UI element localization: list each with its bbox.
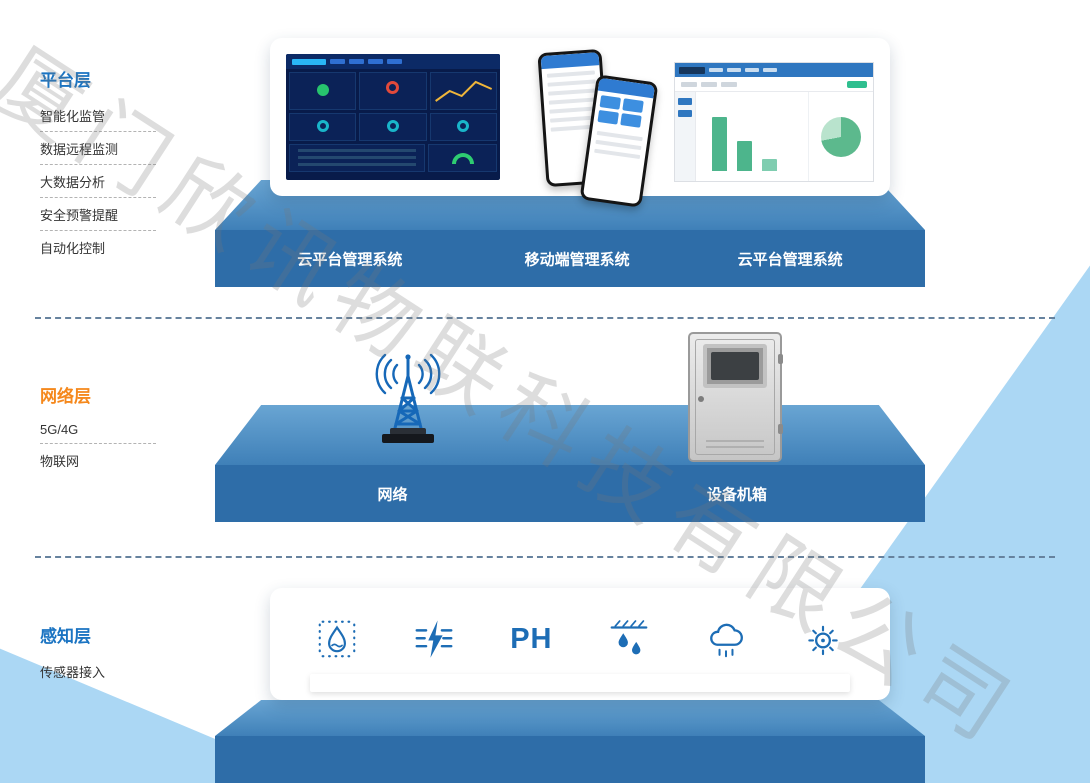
shelf-front-face: 云平台管理系统 移动端管理系统 云平台管理系统 [215,230,925,287]
shelf-top-face [215,405,925,465]
platform-layer-title: 平台层 [40,71,91,90]
radio-tower-icon [375,353,441,443]
cloud-dashboard-screenshot [286,54,500,180]
cyan-gauge [316,120,329,132]
network-layer-item-list: 5G/4G 物联网 [40,415,156,476]
platform-layer-item: 智能化监管 [40,99,156,132]
green-status-dot [316,84,329,96]
platform-layer-item: 大数据分析 [40,165,156,198]
network-layer-item: 5G/4G [40,415,156,444]
cabinet-hinge [778,424,783,434]
cabinet-door [695,339,775,455]
shelf-label-cloud-platform-2: 云平台管理系统 [737,251,843,268]
layer-separator-1 [35,317,1055,319]
sensor-caption-bar [310,674,850,692]
chart-tile [429,72,497,110]
shelf-front-face [215,736,925,783]
ph-label: PH [510,622,553,655]
mobile-app-header [540,52,600,70]
perception-layer-title: 感知层 [40,627,91,646]
platform-layer-shelf: 云平台管理系统 移动端管理系统 云平台管理系统 [215,180,925,287]
chart-tile [359,72,427,110]
ph-sensor-icon: PH [506,614,556,664]
network-layer-title: 网络层 [40,387,91,406]
layer-separator-2 [35,556,1055,558]
green-action-chip [847,80,867,88]
liquid-level-sensor-icon [312,614,362,664]
network-layer-item: 物联网 [40,454,80,469]
network-layer-shelf: 网络 设备机箱 [215,405,925,522]
web-dashboard-header [675,63,873,77]
electricity-sensor-icon [409,614,459,664]
perception-layer-item: 传感器接入 [40,665,106,680]
dashboard-chart-row [286,69,500,110]
pie-chart [821,117,861,157]
web-dashboard-screenshot [674,62,874,182]
sensors-panel: PH [270,588,890,700]
weather-sensor-icon [701,614,751,664]
shelf-label-equipment-cabinet: 设备机箱 [706,486,767,503]
gauge-tile [428,144,497,172]
line-chart [434,80,492,102]
shelf-label-mobile-platform: 移动端管理系统 [524,251,630,268]
equipment-cabinet [688,332,783,462]
network-layer-legend: 网络层 5G/4G 物联网 [40,382,156,476]
platform-layer-item: 安全预警提醒 [40,198,156,231]
shelf-top-face [215,700,925,736]
perception-layer-item-list: 传感器接入 [40,655,156,687]
semicircle-gauge [451,153,474,164]
shelf-label-cloud-platform: 云平台管理系统 [297,251,403,268]
perception-layer-shelf [215,700,925,783]
web-dashboard-sidebar [675,92,696,181]
logo-chip [679,66,705,74]
bar [762,159,777,171]
platform-screenshots-panel [270,38,890,208]
shelf-front-face: 网络 设备机箱 [215,465,925,522]
cyan-gauge [386,120,399,132]
bar-chart [696,92,808,181]
dashboard-header [286,54,500,69]
cyan-gauge [457,120,470,132]
shelf-label-network: 网络 [377,486,408,503]
platform-layer-legend: 平台层 智能化监管 数据远程监测 大数据分析 安全预警提醒 自动化控制 [40,66,156,263]
cabinet-window [702,344,768,388]
perception-layer-legend: 感知层 传感器接入 [40,622,156,687]
sensor-icon-row: PH [312,614,848,664]
dashboard-gauge-row [286,110,500,141]
dashboard-title-chip [292,58,326,65]
data-list-tile [289,144,425,172]
chart-tile [289,72,357,110]
platform-layer-item-list: 智能化监管 数据远程监测 大数据分析 安全预警提醒 自动化控制 [40,99,156,263]
platform-layer-item: 数据远程监测 [40,132,156,165]
rain-gauge-sensor-icon [604,614,654,664]
dashboard-bottom-row [286,141,500,172]
bar [712,117,727,171]
platform-layer-item: 自动化控制 [40,241,106,256]
cabinet-lock [698,396,704,402]
bar [737,141,752,171]
web-dashboard-toolbar [675,77,873,92]
cabinet-hinge [778,354,783,364]
red-donut-chart [386,81,400,94]
light-temperature-sensor-icon [798,614,848,664]
pie-chart-panel [808,92,873,181]
